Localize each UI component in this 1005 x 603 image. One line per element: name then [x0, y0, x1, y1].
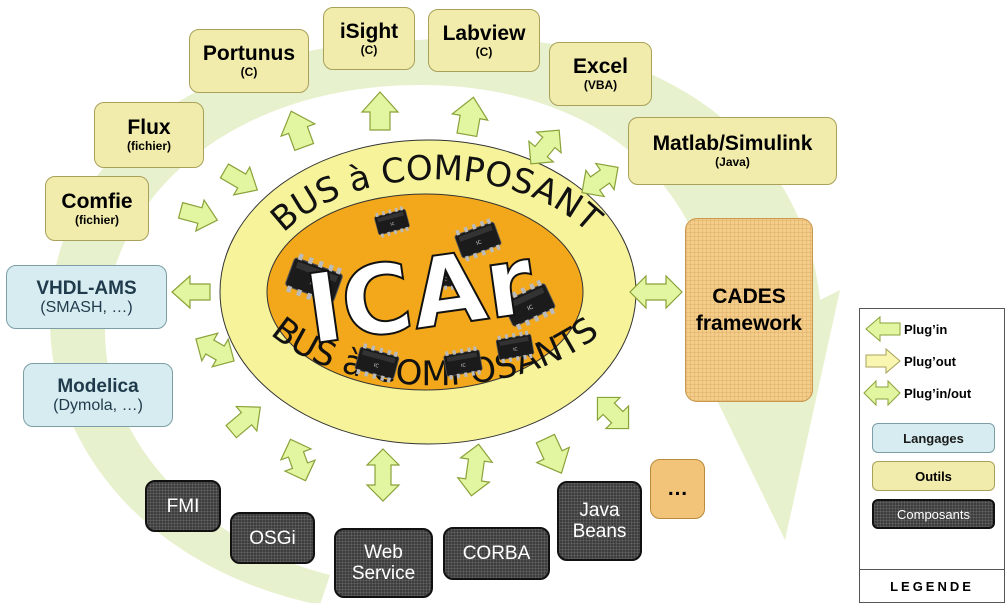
cades-subtitle: framework [695, 312, 803, 335]
arrow-javabeans [535, 433, 571, 474]
comp-label: OSGi [249, 527, 296, 549]
tool-title: Labview [442, 21, 526, 45]
arrow-osgi [279, 438, 317, 482]
lang-sub: (SMASH, …) [40, 298, 133, 316]
cades-title: CADES [712, 285, 786, 308]
plugin-arrow-icon [865, 315, 901, 343]
comp-label: CORBA [462, 543, 531, 564]
arrow-webservice [365, 448, 401, 502]
legend-plugin: Plug’in [860, 315, 947, 343]
tool-sub: (fichier) [74, 212, 119, 227]
legend: Plug’in Plug’out Plug’in/out Langages Ou… [859, 308, 1005, 603]
lang-title: VHDL-AMS [36, 277, 137, 299]
tool-matlab[interactable]: Matlab/Simulink (Java) [628, 117, 837, 185]
comp-corba[interactable]: CORBA [443, 527, 550, 580]
tool-title: Comfie [61, 189, 133, 213]
cades-framework[interactable]: CADES framework [685, 218, 813, 402]
arrow-vhdl [171, 274, 211, 310]
tool-portunus[interactable]: Portunus (C) [189, 29, 309, 93]
arrow-isight [360, 91, 400, 131]
legend-outils: Outils [872, 461, 995, 491]
legend-langages-label: Langages [903, 430, 964, 446]
legend-composants-label: Composants [897, 506, 970, 522]
comp-label-2: Service [351, 563, 416, 584]
tool-sub: (C) [360, 42, 378, 57]
arrow-portunus [280, 110, 317, 152]
tool-title: Portunus [202, 42, 296, 65]
legend-plugout: Plug’out [860, 347, 956, 375]
tool-labview[interactable]: Labview (C) [428, 9, 540, 72]
comp-osgi[interactable]: OSGi [230, 512, 315, 564]
legend-separator [860, 569, 1004, 570]
legend-plugout-label: Plug’out [904, 353, 956, 369]
more-label: … [667, 477, 688, 500]
tool-sub: (fichier) [126, 139, 171, 153]
arrow-labview [450, 96, 489, 138]
lang-vhdl-ams[interactable]: VHDL-AMS (SMASH, …) [6, 265, 167, 329]
lang-title: Modelica [57, 375, 139, 397]
arrow-misc [596, 396, 630, 430]
legend-title: LEGENDE [890, 579, 974, 594]
tool-comfie[interactable]: Comfie (fichier) [45, 176, 149, 241]
tool-title: Matlab/Simulink [652, 132, 813, 155]
arrow-excel [528, 129, 562, 165]
tool-sub: (Java) [715, 155, 750, 169]
tool-isight[interactable]: iSight (C) [323, 7, 415, 70]
lang-sub: (Dymola, …) [53, 396, 143, 414]
legend-pluginout-label: Plug’in/out [904, 385, 972, 401]
arrow-corba [456, 443, 494, 497]
more-tools[interactable]: … [650, 459, 705, 519]
comp-label: FMI [166, 495, 200, 517]
lang-modelica[interactable]: Modelica (Dymola, …) [23, 363, 173, 427]
comp-fmi[interactable]: FMI [145, 480, 221, 532]
arrow-modelica [195, 332, 235, 368]
comp-label: Java [579, 500, 620, 521]
comp-webservice[interactable]: Web Service [334, 528, 433, 598]
legend-outils-label: Outils [915, 468, 952, 484]
arrow-matlab [581, 162, 619, 198]
tool-sub: (C) [475, 44, 493, 59]
comp-label: Web [364, 542, 403, 563]
legend-langages: Langages [872, 423, 995, 453]
tool-title: Excel [573, 55, 628, 78]
legend-plugin-label: Plug’in [904, 321, 948, 337]
arrow-cades [629, 274, 683, 310]
plugout-arrow-icon [865, 347, 901, 375]
arrow-comfie [177, 198, 219, 233]
legend-pluginout: Plug’in/out [860, 379, 971, 407]
tool-title: Flux [127, 116, 171, 139]
tool-flux[interactable]: Flux (fichier) [94, 102, 204, 168]
arrow-fmi [225, 405, 262, 439]
arrow-flux [219, 163, 259, 196]
tool-sub: (C) [240, 65, 258, 79]
tool-sub: (VBA) [583, 78, 618, 92]
connection-arrows [171, 91, 683, 502]
tool-title: iSight [339, 19, 399, 43]
tool-excel[interactable]: Excel (VBA) [549, 42, 652, 106]
legend-composants: Composants [872, 499, 995, 529]
comp-javabeans[interactable]: Java Beans [557, 481, 642, 561]
comp-label-2: Beans [572, 521, 627, 542]
pluginout-arrow-icon [863, 379, 901, 407]
